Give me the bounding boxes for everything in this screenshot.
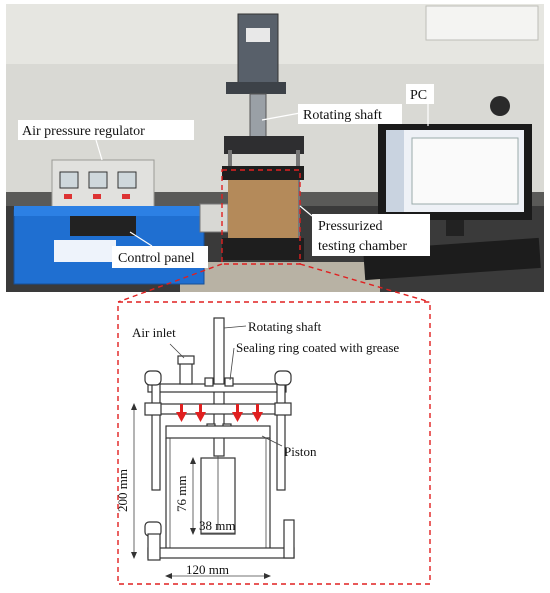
lab-photo: Rotating shaft PC Air pressure regulator…	[6, 4, 544, 292]
regulator-gauge-1	[59, 171, 79, 189]
left-nut-top	[144, 370, 162, 386]
leader-regulator	[95, 139, 103, 161]
photo-label-control-panel: Control panel	[118, 251, 195, 266]
regulator-tag-2	[93, 194, 101, 199]
dim-76-arrow-bottom	[190, 528, 196, 535]
right-leg	[283, 519, 295, 559]
callout-line-left	[117, 263, 223, 303]
schematic-frame	[117, 301, 431, 585]
control-panel-screen	[70, 216, 136, 236]
left-foot	[147, 533, 161, 561]
left-nut-mid	[144, 402, 162, 416]
dim-200-arrow-bottom	[131, 552, 137, 559]
drawing-label-air-inlet: Air inlet	[132, 325, 176, 340]
piston	[165, 425, 271, 439]
pc-monitor-stand	[446, 220, 464, 236]
top-plate	[147, 383, 287, 393]
dim-120-arrow-left	[165, 573, 172, 579]
leader-air-inlet	[169, 343, 185, 359]
dim-76-arrow-top	[190, 457, 196, 464]
chamber-cap	[222, 166, 304, 180]
apparatus-top-frame	[224, 136, 304, 154]
sand-chamber	[228, 180, 298, 238]
drawing-label-rotating-shaft: Rotating shaft	[248, 319, 322, 334]
wall-document	[425, 5, 539, 41]
air-inlet-fitting	[179, 361, 193, 385]
label-bg-control-panel	[112, 246, 208, 268]
right-nut-mid	[274, 402, 292, 416]
photo-label-air-pressure-regulator: Air pressure regulator	[22, 124, 145, 139]
instrument-box	[199, 203, 229, 233]
schematic-drawing: Rotating shaft Air inlet Sealing ring co…	[115, 301, 431, 585]
leader-drawing-shaft	[223, 325, 247, 329]
chamber-highlight-box	[221, 169, 301, 265]
leader-control-panel	[129, 231, 153, 247]
photo-label-pc: PC	[410, 88, 427, 103]
dim-label-200: 200 mm	[115, 469, 130, 512]
label-bg-rotating-shaft	[298, 104, 402, 124]
webcam	[490, 96, 510, 116]
label-bg-chamber	[312, 214, 430, 256]
right-stud	[276, 379, 286, 491]
left-stud	[151, 379, 161, 491]
label-bg-regulator	[18, 120, 194, 140]
photo-label-rotating-shaft: Rotating shaft	[303, 108, 382, 123]
leader-chamber	[299, 205, 313, 217]
right-nut-top	[274, 370, 292, 386]
pc-screen-sidebar	[386, 130, 404, 212]
base-plate	[147, 547, 295, 559]
seal-top-left	[204, 377, 214, 387]
regulator-tag-3	[122, 194, 130, 199]
upper-flange	[147, 403, 287, 415]
air-inlet-cap	[177, 355, 195, 365]
photo-label-testing-chamber: testing chamber	[318, 239, 407, 254]
dim-label-76: 76 mm	[174, 476, 189, 512]
chamber-bottom	[222, 238, 304, 260]
pressure-arrows	[176, 404, 263, 422]
dim-120-arrow-right	[264, 573, 271, 579]
regulator-tag-1	[64, 194, 72, 199]
regulator-gauge-3	[117, 171, 137, 189]
dim-200-arrow-top	[131, 403, 137, 410]
leader-rotating-shaft	[261, 112, 301, 121]
label-bg-pc	[406, 84, 434, 104]
drawing-label-sealing-ring: Sealing ring coated with grease	[236, 340, 399, 355]
pc-screen-window	[411, 137, 519, 205]
control-panel-top	[14, 206, 204, 216]
floor-light	[180, 262, 380, 292]
leader-piston	[261, 435, 283, 447]
leader-sealing-ring	[229, 347, 235, 381]
motor-housing	[237, 13, 279, 85]
motor-label	[246, 28, 270, 42]
photo-label-pressurized: Pressurized	[318, 219, 383, 234]
seal-top-right	[224, 377, 234, 387]
regulator-gauge-2	[88, 171, 108, 189]
dim-label-120: 120 mm	[186, 562, 229, 577]
drawing-label-piston: Piston	[284, 444, 317, 459]
control-panel-label-plate	[54, 240, 116, 262]
callout-line-right	[299, 263, 431, 303]
motor-base	[226, 82, 286, 94]
dim-label-38: 38 mm	[199, 518, 235, 533]
